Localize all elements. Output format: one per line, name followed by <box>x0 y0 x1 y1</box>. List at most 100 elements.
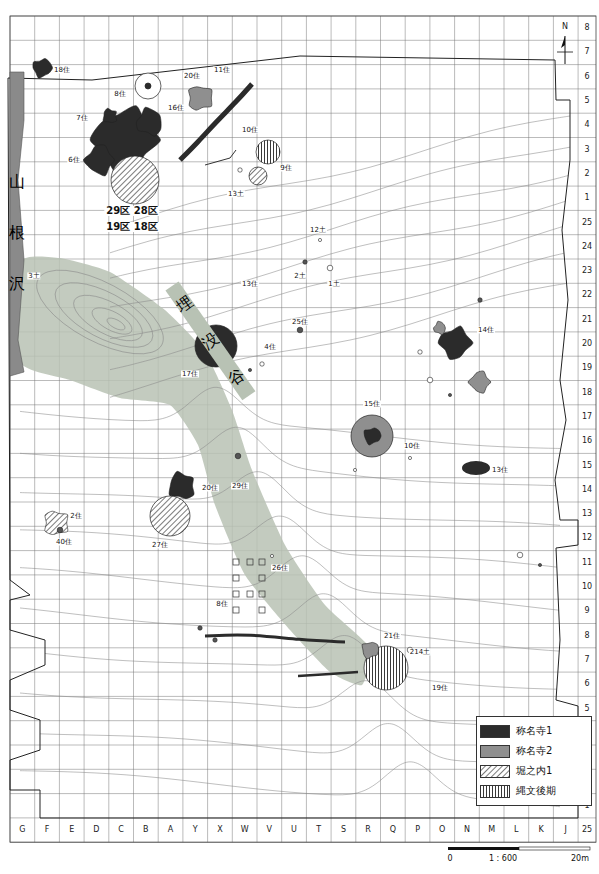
map-rect <box>247 591 253 597</box>
row-number: 7 <box>584 48 589 56</box>
map-path <box>180 84 252 160</box>
row-number: 7 <box>584 656 589 664</box>
feature-number: 11住 <box>213 67 231 74</box>
legend-swatch <box>480 785 510 798</box>
legend-swatch <box>480 725 510 738</box>
valley-name: 埋没谷 <box>165 281 255 400</box>
column-letter: C <box>118 826 124 834</box>
map-circle <box>408 456 411 459</box>
map-path <box>561 36 565 48</box>
map-path <box>8 56 578 818</box>
map-rect <box>481 765 510 777</box>
map-g <box>20 116 570 807</box>
legend-row: 堀之内1 <box>480 761 588 781</box>
map-ellipse <box>24 253 175 371</box>
feature-number: 4住 <box>263 344 276 351</box>
feature-number: 17住 <box>181 371 199 378</box>
column-letter: X <box>217 826 222 834</box>
map-path <box>205 635 345 642</box>
map-line <box>10 88 596 89</box>
feature-number: 1土 <box>327 281 340 288</box>
map-line <box>10 186 596 187</box>
map-circle <box>249 167 267 185</box>
row-number: 3 <box>584 146 589 154</box>
map-path <box>364 428 381 445</box>
map-circle <box>238 168 242 172</box>
legend-swatch <box>480 745 510 758</box>
feature-number: 20住 <box>201 485 219 492</box>
scale-text: 20m <box>571 855 589 863</box>
map-line <box>10 113 596 114</box>
column-letter: E <box>69 826 74 834</box>
feature-number: 7住 <box>75 115 88 122</box>
map-path <box>110 175 570 278</box>
column-letter: W <box>241 826 249 834</box>
map-path <box>8 56 578 818</box>
map-circle <box>248 368 251 371</box>
map-path <box>169 471 194 498</box>
column-letter: D <box>93 826 99 834</box>
feature-number: 40住 <box>55 539 73 546</box>
row-number: 8 <box>584 632 589 640</box>
row-number: 17 <box>582 413 592 421</box>
column-letter: P <box>415 826 420 834</box>
feature-number: 10住 <box>241 127 259 134</box>
feature-number: 15住 <box>363 401 381 408</box>
map-circle <box>517 552 523 558</box>
legend-swatch <box>480 765 510 778</box>
feature-number: 26住 <box>271 565 289 572</box>
map-circle <box>418 350 422 354</box>
row-number: 10 <box>582 583 592 591</box>
row-number: 13 <box>582 510 592 518</box>
map-rect <box>233 559 239 565</box>
map-rect <box>259 559 265 565</box>
map-path <box>205 150 236 165</box>
row-number: 2 <box>584 170 589 178</box>
map-rect <box>247 559 253 565</box>
map-line <box>10 550 596 551</box>
feature-number: 25住 <box>291 319 309 326</box>
column-letter: V <box>267 826 272 834</box>
map-rect <box>448 847 519 850</box>
map-path <box>189 87 212 110</box>
map-circle <box>213 638 217 642</box>
row-number: 9 <box>584 607 589 615</box>
column-letter: T <box>316 826 321 834</box>
map-path <box>20 636 560 690</box>
row-number: 6 <box>584 73 589 81</box>
map-rect <box>519 847 590 850</box>
feature-number: 29住 <box>231 483 249 490</box>
feature-number: 3土 <box>27 273 40 280</box>
feature-number: 21住 <box>383 633 401 640</box>
legend-row: 縄文後期 <box>480 781 588 801</box>
feature-number: 14住 <box>477 327 495 334</box>
map-circle <box>327 265 333 271</box>
column-letter: O <box>439 826 445 834</box>
map-path <box>433 321 445 334</box>
feature-number: 19住 <box>431 685 449 692</box>
map-ellipse <box>105 316 127 333</box>
map-ellipse <box>462 461 490 475</box>
legend-box: 称名寺1称名寺2堀之内1縄文後期 <box>476 716 592 806</box>
map-line <box>10 64 596 65</box>
map-circle <box>111 156 159 204</box>
row-number: 8 <box>584 24 589 32</box>
map-line <box>10 259 596 260</box>
feature-number: 16住 <box>167 105 185 112</box>
map-path <box>110 147 570 253</box>
map-rect <box>233 591 239 597</box>
row-number: 15 <box>582 462 592 470</box>
map-circle <box>427 377 433 383</box>
map-circle <box>256 140 280 164</box>
column-letter: B <box>143 826 149 834</box>
map-line <box>557 52 573 53</box>
map-circle <box>260 362 264 366</box>
map-path <box>20 556 560 610</box>
map-line <box>10 404 596 405</box>
feature-number: 12土 <box>309 227 327 234</box>
map-circle <box>297 327 303 333</box>
map-rect <box>259 607 265 613</box>
column-letter: N <box>464 826 470 834</box>
column-letter: L <box>514 826 518 834</box>
column-letter: A <box>168 826 173 834</box>
